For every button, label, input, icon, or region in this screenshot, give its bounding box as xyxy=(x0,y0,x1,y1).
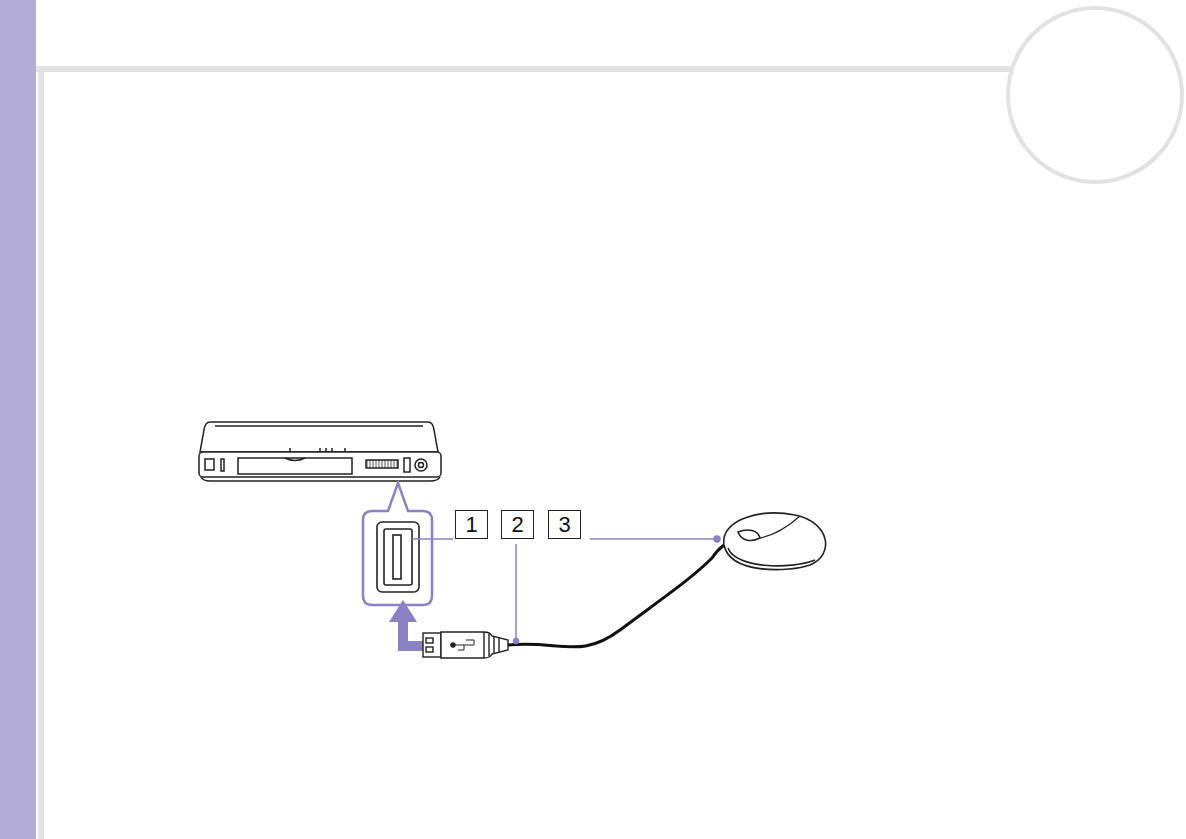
laptop xyxy=(199,422,441,481)
insert-arrow-head xyxy=(389,600,417,622)
callout-number: 3 xyxy=(558,514,570,536)
insert-arrow xyxy=(403,620,423,646)
zoom-callout xyxy=(363,483,432,605)
usb-port xyxy=(377,522,419,592)
page-corner-circle xyxy=(1008,8,1182,182)
frame-line xyxy=(38,66,44,839)
leader-line xyxy=(412,536,720,644)
mouse xyxy=(724,513,826,570)
mouse-cable xyxy=(508,545,724,647)
callout-number: 2 xyxy=(511,514,523,536)
usb-plug xyxy=(423,632,508,658)
callout-box: 2 xyxy=(501,510,534,539)
vent xyxy=(366,460,398,468)
callout-box: 3 xyxy=(548,510,581,539)
callout-number: 1 xyxy=(465,514,477,536)
sidebar-band xyxy=(0,0,36,839)
callout-box: 1 xyxy=(455,510,488,539)
frame-line xyxy=(36,66,1011,72)
